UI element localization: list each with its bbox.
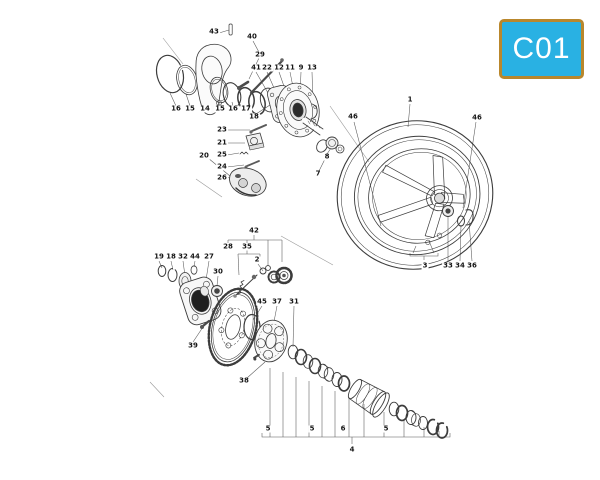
snap-ring-small: [167, 268, 178, 282]
bolt-39: [200, 319, 211, 329]
callout-22: 22: [261, 63, 273, 72]
callout-27: 27: [203, 252, 215, 261]
group-separator-lines: [149, 37, 370, 398]
callout-8: 8: [323, 152, 331, 161]
callout-43: 43: [208, 27, 220, 36]
callout-37: 37: [271, 297, 283, 306]
callout-12: 12: [273, 63, 285, 72]
callout-39: 39: [187, 341, 199, 350]
hub-washer: [457, 215, 465, 227]
bolt-29: [237, 80, 250, 90]
callout-33: 33: [442, 261, 454, 270]
retainer-clip: [310, 103, 318, 120]
callout-46: 46: [347, 112, 359, 121]
callout-25: 25: [216, 150, 228, 159]
cush-drive-hub: [253, 319, 288, 363]
star-flanged-nuts: [267, 266, 293, 285]
callout-14: 14: [199, 104, 211, 113]
callout-5: 5: [264, 424, 272, 433]
bearing-30: [211, 285, 223, 297]
brake-caliper-body: [229, 167, 267, 197]
brake-pad-pin: [249, 124, 267, 134]
callout-5: 5: [382, 424, 390, 433]
callout-38: 38: [238, 376, 250, 385]
callout-41: 41: [250, 63, 262, 72]
callout-46: 46: [471, 113, 483, 122]
callout-17: 17: [240, 104, 252, 113]
callout-2: 2: [253, 255, 261, 264]
callout-4: 4: [348, 445, 356, 454]
axle-end-ring-set: [388, 401, 449, 439]
callout-28: 28: [222, 242, 234, 251]
callout-21: 21: [216, 138, 228, 147]
safety-clip: [465, 209, 474, 226]
callout-20: 20: [198, 151, 210, 160]
rear-axle-hub-cylinder: [347, 378, 390, 418]
callout-6: 6: [339, 424, 347, 433]
adjuster-rings: [259, 265, 271, 275]
callout-36: 36: [466, 261, 478, 270]
rear-axle-stub: [302, 116, 345, 154]
callout-16: 16: [170, 104, 182, 113]
pad-spring: [239, 151, 249, 155]
o-ring-small: [157, 265, 167, 277]
callout-44: 44: [189, 252, 201, 261]
callout-40: 40: [246, 32, 258, 41]
hub-nut: [442, 205, 454, 217]
axle-spacer-ring-set: [287, 344, 351, 392]
callout-24: 24: [216, 162, 228, 171]
callout-31: 31: [288, 297, 300, 306]
callout-18: 18: [165, 252, 177, 261]
chain-adjuster-screw: [233, 274, 258, 298]
callout-23: 23: [216, 125, 228, 134]
snap-ring-large: [155, 54, 185, 94]
rim-screw: [425, 239, 431, 245]
callout-9: 9: [297, 63, 305, 72]
callout-16: 16: [227, 104, 239, 113]
callout-42: 42: [248, 226, 260, 235]
callout-45: 45: [256, 297, 268, 306]
callout-7: 7: [314, 169, 322, 178]
callout-26: 26: [216, 173, 228, 182]
table-code-label: C01: [512, 32, 571, 65]
callout-15: 15: [184, 104, 196, 113]
callout-34: 34: [454, 261, 466, 270]
callout-29: 29: [254, 50, 266, 59]
dowel-pin: [228, 23, 233, 36]
callout-11: 11: [284, 63, 296, 72]
callout-32: 32: [177, 252, 189, 261]
callout-30: 30: [212, 267, 224, 276]
callout-35: 35: [241, 242, 253, 251]
callout-18: 18: [248, 112, 260, 121]
wheel-hub: [426, 185, 453, 212]
rim-screw: [436, 232, 442, 238]
rear-wheel: [336, 120, 494, 270]
callout-1: 1: [406, 95, 414, 104]
callout-13: 13: [306, 63, 318, 72]
caliper-piston-block: [245, 132, 265, 151]
table-code-badge: C01: [499, 19, 584, 79]
washer-44: [190, 265, 198, 275]
callout-19: 19: [153, 252, 165, 261]
callout-3: 3: [421, 261, 429, 270]
callout-15: 15: [214, 104, 226, 113]
callout-5: 5: [308, 424, 316, 433]
